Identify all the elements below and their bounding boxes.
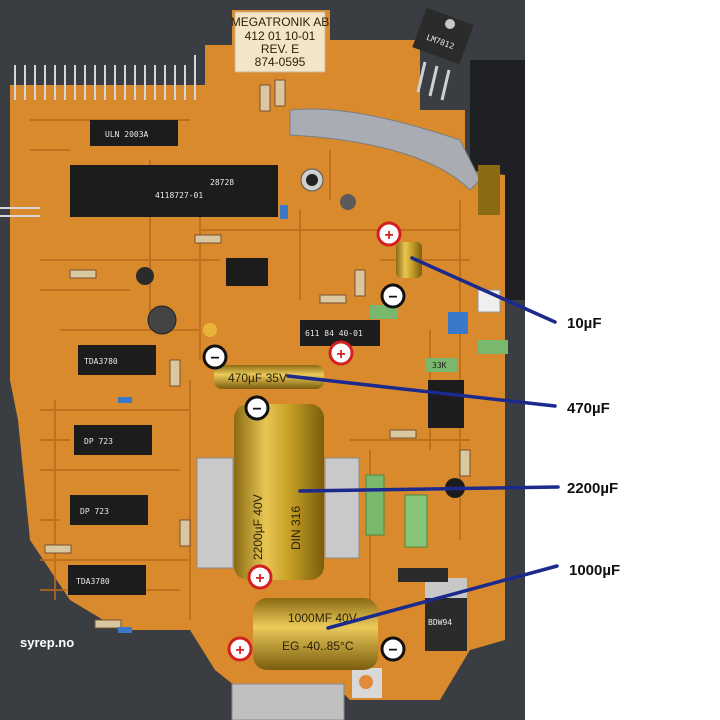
minus-sign: − [388, 642, 397, 659]
ic-right [428, 380, 464, 428]
callout-line-2200uf [298, 485, 560, 493]
polarity-markers: + − − + − + + − [202, 221, 406, 662]
ic-tda-1: TDA3780 [78, 345, 156, 375]
minus-badge-2200uf: − [244, 395, 270, 421]
ic-tda-1-label: TDA3780 [84, 357, 118, 366]
capacitor-470uf-text: 470µF 35V [228, 371, 287, 385]
manufacturer-sticker: MEGATRONIK AB 412 01 10-01 REV. E 874-05… [231, 11, 329, 73]
minus-sign: − [388, 289, 397, 306]
resistors [44, 79, 471, 629]
callout-label-2200uf: 2200µF [567, 480, 618, 497]
sticker-line1: MEGATRONIK AB [231, 15, 329, 29]
plus-badge-10uf: + [376, 221, 402, 247]
sticker-line2: 412 01 10-01 [245, 29, 316, 43]
plus-sign: + [235, 642, 244, 659]
ic-top: ULN 2003A [90, 120, 178, 146]
callout-label-10uf: 10µF [567, 315, 602, 332]
ic-top-label: ULN 2003A [105, 130, 149, 139]
ic-main-label: 4118727-01 [155, 191, 203, 200]
voltage-regulator-bottom: BDW94 [425, 578, 467, 651]
ic-main: 4118727-01 28728 [70, 165, 278, 217]
capacitor-1000uf-temp: EG -40..85°C [282, 639, 354, 653]
plus-badge-1000uf: + [227, 636, 253, 662]
callout-line-1000uf [326, 564, 559, 630]
res-33k-label: 33K [432, 361, 447, 370]
ic-tda-3-label: DP 723 [80, 507, 109, 516]
heatsinks [196, 457, 360, 569]
ic-tda-2: DP 723 [74, 425, 152, 455]
capacitor-2200uf: 2200µF 40V DIN 316 [234, 404, 324, 580]
capacitor-2200uf-din: DIN 316 [289, 506, 303, 550]
regulator-bottom-label: BDW94 [428, 618, 452, 627]
plus-badge-470uf: + [328, 340, 354, 366]
site-credit: syrep.no [20, 635, 74, 650]
minus-badge-1000uf: − [380, 636, 406, 662]
ic-tda-3: DP 723 [70, 495, 148, 525]
ribbon-cable [289, 108, 500, 215]
capacitor-2200uf-text: 2200µF 40V [251, 494, 265, 560]
ic-main-code: 28728 [210, 178, 234, 187]
capacitor-10uf [396, 242, 422, 278]
capacitor-470uf: 470µF 35V [214, 365, 324, 389]
plus-badge-2200uf: + [247, 564, 273, 590]
voltage-regulator-top: LM7812 [412, 7, 474, 101]
ic-tda-2-label: DP 723 [84, 437, 113, 446]
callout-lines [286, 256, 560, 630]
bottom-connector [231, 668, 382, 720]
sticker-line3: REV. E [261, 42, 299, 56]
minus-sign: − [252, 401, 261, 418]
callout-label-470uf: 470µF [567, 400, 610, 417]
callout-line-10uf [410, 256, 557, 324]
diode-bridge [398, 568, 448, 582]
plus-sign: + [255, 570, 264, 587]
plus-sign: + [384, 227, 393, 244]
capacitor-1000uf-text: 1000MF 40V [288, 611, 357, 625]
plus-sign: + [336, 346, 345, 363]
header-pins [0, 55, 196, 217]
minus-sign: − [210, 350, 219, 367]
callout-line-470uf [286, 374, 557, 408]
small-components [118, 168, 501, 633]
sticker-line4: 874-0595 [255, 55, 306, 69]
ic-small [226, 258, 268, 286]
capacitor-1000uf: 1000MF 40V EG -40..85°C [253, 598, 378, 670]
ic-mid-label: 611 84 40-01 [305, 329, 363, 338]
minus-badge-10uf: − [380, 283, 406, 309]
ic-tda-4: TDA3780 [68, 565, 146, 595]
minus-badge-470uf: − [202, 344, 228, 370]
ic-tda-4-label: TDA3780 [76, 577, 110, 586]
callout-label-1000uf: 1000µF [569, 562, 620, 579]
